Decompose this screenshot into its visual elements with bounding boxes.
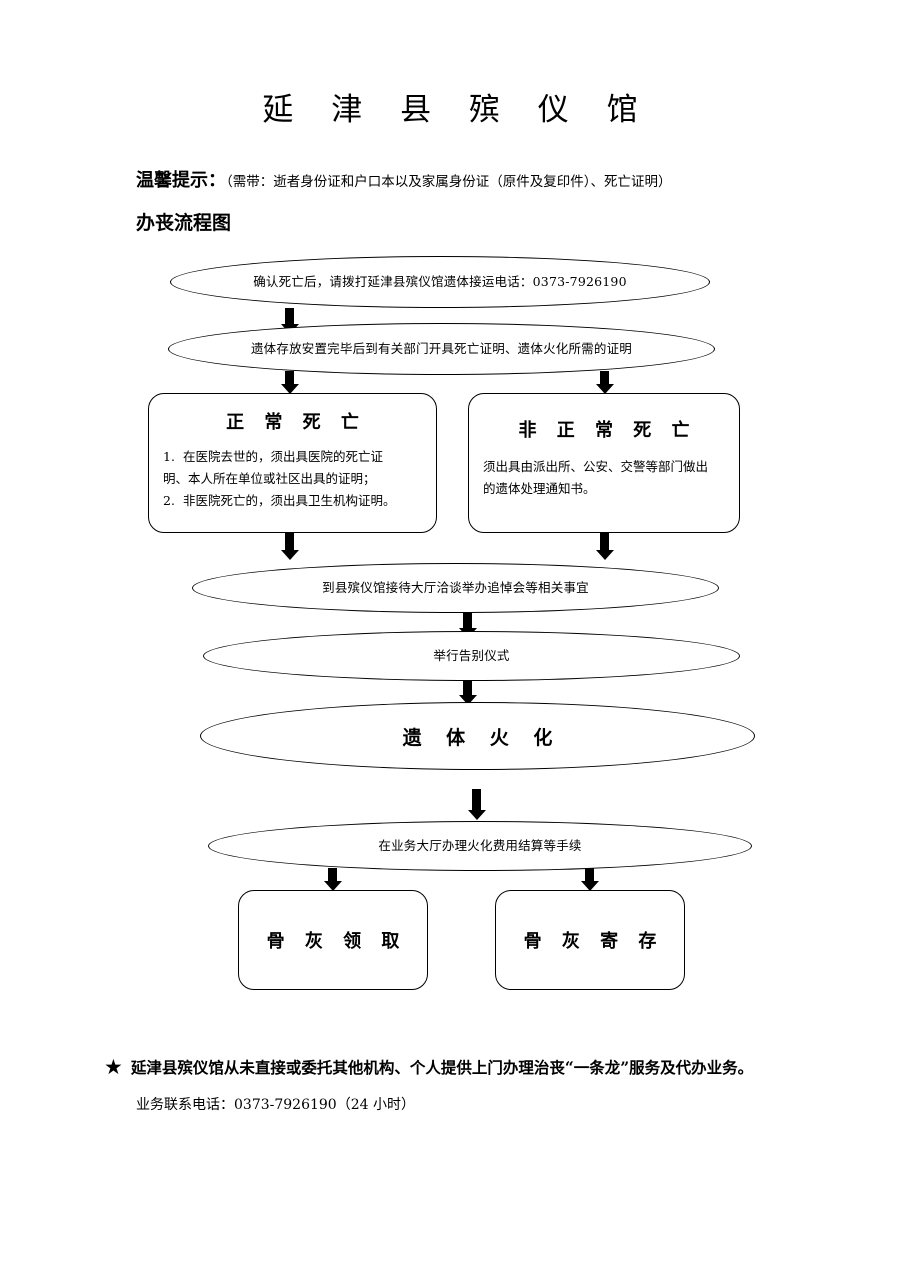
arrow-abnormal-death-to-step3 [600,533,609,551]
flow-node-step1-label: 确认死亡后，请拨打延津县殡仪馆遗体接运电话：0373-7926190 [253,274,627,290]
normal-death-heading: 正 常 死 亡 [226,412,366,433]
star-icon: ★ [104,1054,123,1079]
flow-node-ash-collect[interactable]: 骨 灰 领 取 [238,890,428,990]
flow-node-abnormal-death[interactable]: 非 正 常 死 亡 须出具由派出所、公安、交警等部门做出 的遗体处理通知书。 [468,393,740,533]
normal-death-body: 1. 在医院去世的，须出具医院的死亡证 明、本人所在单位或社区出具的证明； 2. 非… [163,446,422,512]
section-title: 办丧流程图 [136,212,232,234]
footer-notice-text: 延津县殡仪馆从未直接或委托其他机构、个人提供上门办理治丧“一条龙”服务及代办业务… [130,1058,754,1077]
page-title: 延 津 县 殡 仪 馆 [262,92,652,128]
flow-node-normal-death[interactable]: 正 常 死 亡 1. 在医院去世的，须出具医院的死亡证 明、本人所在单位或社区出具… [148,393,437,533]
normal-death-item-1-line-1: 1. 在医院去世的，须出具医院的死亡证 [163,446,422,468]
arrow-normal-death-to-step3 [285,533,294,551]
flow-node-step6[interactable]: 在业务大厅办理火化费用结算等手续 [208,821,752,871]
abnormal-death-heading: 非 正 常 死 亡 [518,420,697,441]
ash-collect-label: 骨 灰 领 取 [266,931,407,952]
flow-node-cremation[interactable]: 遗 体 火 化 [200,702,755,770]
flow-node-step6-label: 在业务大厅办理火化费用结算等手续 [378,838,582,854]
arrow-step2-to-normal-death [285,371,294,385]
arrow-step4-to-step5 [463,681,472,696]
flow-node-cremation-label: 遗 体 火 化 [402,726,562,749]
arrow-step6-to-ash-store [585,868,594,882]
arrow-cremation-to-step6 [472,789,481,811]
flow-node-step2[interactable]: 遗体存放安置完毕后到有关部门开具死亡证明、遗体火化所需的证明 [168,323,715,375]
flow-node-step1[interactable]: 确认死亡后，请拨打延津县殡仪馆遗体接运电话：0373-7926190 [170,256,710,308]
normal-death-item-1-text: 在医院去世的，须出具医院的死亡证 [183,449,384,464]
normal-death-item-1-line-2: 明、本人所在单位或社区出具的证明； [163,470,376,486]
flow-node-step2-label: 遗体存放安置完毕后到有关部门开具死亡证明、遗体火化所需的证明 [250,341,632,357]
footer-contact-phone: 业务联系电话：0373-7926190（24 小时） [136,1097,415,1113]
abnormal-death-body: 须出具由派出所、公安、交警等部门做出 的遗体处理通知书。 [483,456,725,500]
flow-node-step4-label: 举行告别仪式 [433,648,510,664]
normal-death-item-2-text: 非医院死亡的，须出具卫生机构证明。 [183,492,396,508]
footer-notice: ★ 延津县殡仪馆从未直接或委托其他机构、个人提供上门办理治丧“一条龙”服务及代办… [104,1056,753,1078]
normal-death-item-2-number: 2. [163,492,175,508]
warm-notice-text: （需带：逝者身份证和户口本以及家属身份证（原件及复印件）、死亡证明） [226,174,672,190]
flow-node-step4[interactable]: 举行告别仪式 [203,631,740,681]
arrow-step3-to-step4 [463,613,472,629]
ash-store-label: 骨 灰 寄 存 [523,931,664,952]
normal-death-item-2-line-1: 2. 非医院死亡的，须出具卫生机构证明。 [163,490,422,512]
flow-node-step3-label: 到县殡仪馆接待大厅洽谈举办追悼会等相关事宜 [322,580,589,596]
abnormal-death-body-line-1: 须出具由派出所、公安、交警等部门做出 [483,459,709,474]
flow-node-ash-store[interactable]: 骨 灰 寄 存 [495,890,685,990]
warm-notice-label: 温馨提示： [136,170,226,191]
warm-notice: 温馨提示：（需带：逝者身份证和户口本以及家属身份证（原件及复印件）、死亡证明） [136,166,876,192]
arrow-step2-to-abnormal-death [600,371,609,385]
arrow-step1-to-step2 [285,308,294,325]
arrow-step6-to-ash-collect [328,868,337,882]
abnormal-death-body-line-2: 的遗体处理通知书。 [483,480,596,496]
flow-node-step3[interactable]: 到县殡仪馆接待大厅洽谈举办追悼会等相关事宜 [192,563,719,613]
normal-death-item-1-number: 1. [163,449,175,464]
